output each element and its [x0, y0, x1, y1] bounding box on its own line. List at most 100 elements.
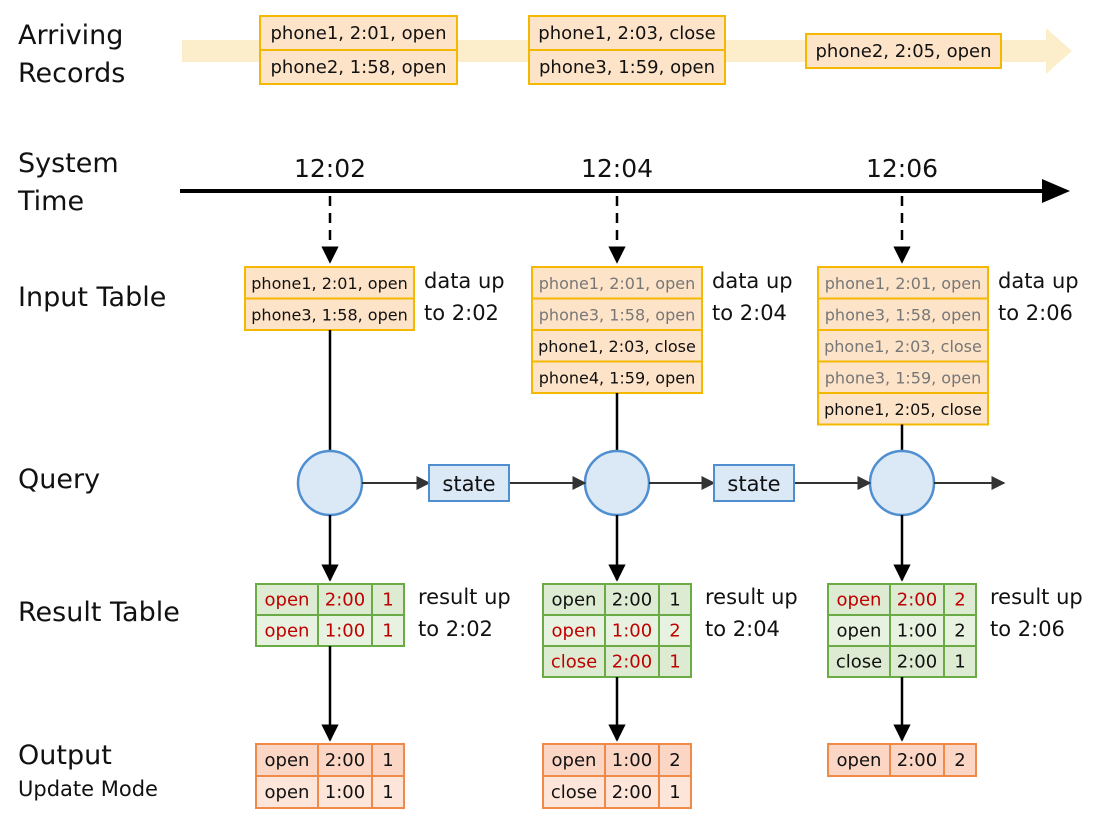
result-note-line1: result up	[418, 585, 511, 609]
input-note-line1: data up	[712, 269, 793, 293]
result-cell: close	[836, 652, 882, 673]
arriving-batch: phone2, 2:05, open	[805, 33, 1002, 69]
result-note-line1: result up	[990, 585, 1083, 609]
system-time-label-line2: Time	[17, 186, 84, 217]
input-note-line2: to 2:04	[712, 301, 787, 325]
input-row: phone1, 2:01, open	[825, 274, 981, 293]
state-box	[428, 464, 510, 502]
input-row-cell	[817, 297, 989, 331]
output-cell: 1	[669, 782, 680, 803]
result-cell: 2:00	[612, 590, 652, 611]
system-time-arrowhead	[1042, 179, 1070, 203]
result-cell: 2:00	[897, 590, 937, 611]
state-box	[713, 464, 795, 502]
output-cell-box	[604, 743, 660, 777]
result-cell: 2	[954, 621, 965, 642]
result-cell: 1:00	[325, 621, 365, 642]
input-row: phone3, 1:58, open	[539, 305, 695, 324]
input-note-line2: to 2:02	[424, 301, 499, 325]
output-cell-box	[604, 775, 660, 809]
input-row-cell	[817, 392, 989, 426]
result-cell-box	[827, 583, 891, 616]
result-cell: open	[837, 621, 882, 642]
arriving-record: phone1, 2:01, open	[270, 23, 446, 44]
input-row-cell	[244, 266, 415, 300]
output-cell: open	[552, 750, 597, 771]
output-cell: open	[837, 750, 882, 771]
result-cell-box	[317, 614, 373, 647]
output-cell-box	[255, 743, 319, 777]
trigger-column: phone1, 2:01, open phone3, 1:58, open phon…	[817, 266, 1083, 777]
input-row: phone4, 1:59, open	[539, 368, 695, 387]
result-cell: 1:00	[897, 621, 937, 642]
result-cell: 1	[669, 590, 680, 611]
input-row-cell	[531, 360, 703, 394]
result-note-line2: to 2:06	[990, 617, 1065, 641]
result-cell-box	[542, 583, 606, 616]
output-cell: 1:00	[325, 782, 365, 803]
result-cell: 2	[954, 590, 965, 611]
result-cell: 1	[954, 652, 965, 673]
time-tick-label: 12:04	[581, 154, 653, 183]
result-note-line2: to 2:02	[418, 617, 493, 641]
input-row: phone3, 1:59, open	[825, 368, 981, 387]
output-cell: open	[265, 782, 310, 803]
output-cell: 2	[669, 750, 680, 771]
result-cell: 1:00	[612, 621, 652, 642]
output-cell-box	[371, 775, 405, 809]
arriving-record-cell	[528, 15, 726, 51]
arriving-record-cell	[259, 49, 458, 85]
output-cell: 1	[382, 782, 393, 803]
result-table-label: Result Table	[18, 597, 180, 628]
input-row: phone3, 1:58, open	[251, 305, 407, 324]
query-label: Query	[18, 464, 100, 495]
state-label: state	[442, 472, 495, 496]
result-cell: close	[551, 652, 597, 673]
result-cell: open	[265, 621, 310, 642]
input-note-line1: data up	[424, 269, 505, 293]
result-cell: open	[265, 590, 310, 611]
result-cell-box	[943, 645, 977, 678]
input-row-cell	[244, 297, 415, 331]
input-note-line2: to 2:06	[998, 301, 1073, 325]
output-cell: close	[551, 782, 597, 803]
time-tick-label: 12:06	[866, 154, 938, 183]
result-cell: 1	[669, 652, 680, 673]
output-cell-box	[317, 775, 373, 809]
output-cell-box	[658, 775, 692, 809]
system-time-label-line1: System	[18, 148, 119, 179]
query-node	[583, 449, 651, 517]
arriving-label-line2: Records	[18, 58, 125, 89]
output-cell: 2:00	[325, 750, 365, 771]
output-cell-box	[542, 775, 606, 809]
result-table: open 2:00 2 open 1:00 2 close 2:00 1	[827, 583, 977, 678]
result-cell: open	[837, 590, 882, 611]
result-note-line2: to 2:04	[705, 617, 780, 641]
input-note-line1: data up	[998, 269, 1079, 293]
result-cell: 2:00	[897, 652, 937, 673]
result-cell: open	[552, 590, 597, 611]
input-row: phone1, 2:03, close	[824, 337, 982, 356]
input-table-label: Input Table	[18, 282, 166, 313]
input-row: phone1, 2:03, close	[538, 337, 696, 356]
arriving-record-cell	[528, 49, 726, 85]
input-row: phone3, 1:58, open	[825, 305, 981, 324]
result-cell-box	[542, 645, 606, 678]
state-label: state	[727, 472, 780, 496]
result-cell-box	[943, 583, 977, 616]
query-flow: state state	[362, 464, 1006, 502]
arriving-record: phone3, 1:59, open	[539, 57, 715, 78]
result-cell-box	[943, 614, 977, 647]
